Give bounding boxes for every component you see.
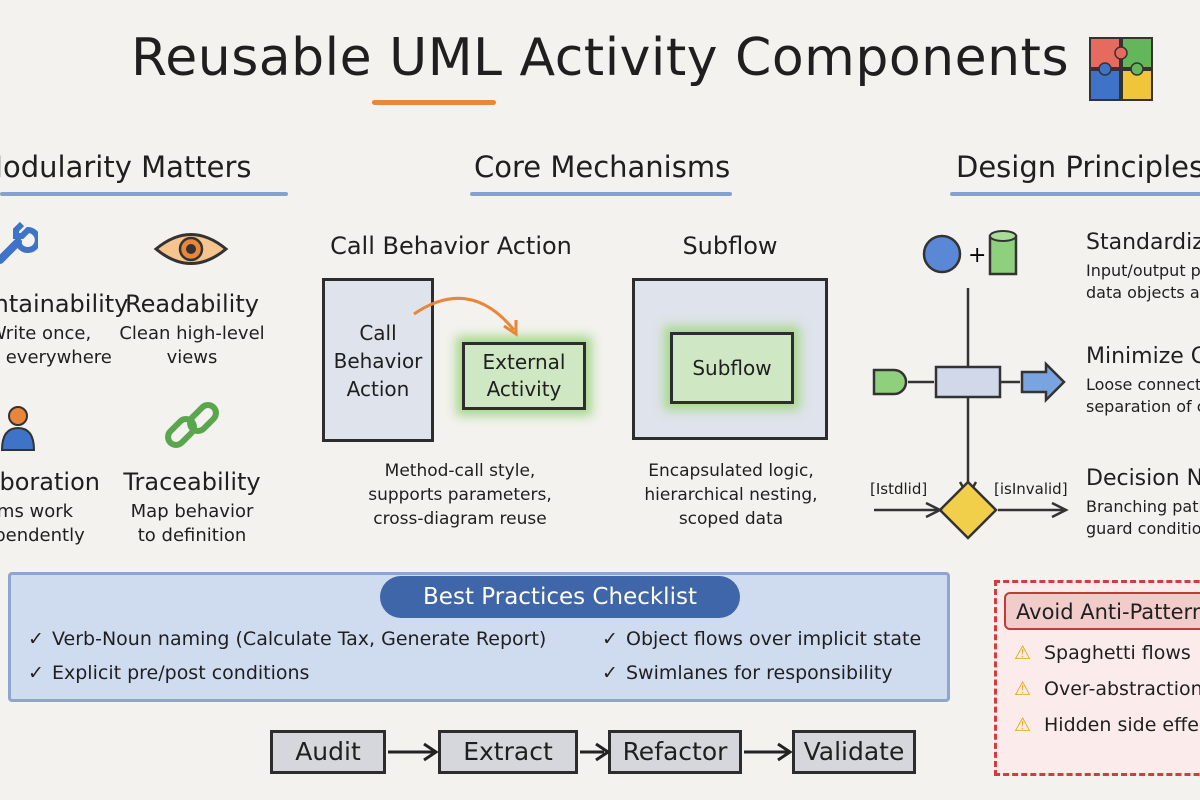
guard-valid-label: [Istdlid] — [870, 480, 928, 498]
feature-desc-readability-1: Clean high-level — [119, 323, 265, 344]
modularity-section: Modularity Matters Maintainability Write… — [0, 130, 300, 570]
call-behavior-desc-2: supports parameters, — [368, 485, 552, 505]
warning-icon: ⚠ — [1014, 714, 1032, 736]
feature-desc-collaboration-2: independently — [0, 525, 85, 546]
anti-patterns-panel: Avoid Anti-Patterns ⚠Spaghetti flows ⚠Ov… — [990, 576, 1200, 786]
title-underline — [372, 100, 496, 105]
feature-desc-collaboration-1: Teams work — [0, 501, 74, 522]
design-flow-diagram: + — [872, 230, 1069, 540]
process-step-validate: Validate — [792, 730, 916, 774]
check-icon: ✓ — [28, 628, 44, 650]
anti-patterns-header: Avoid Anti-Patterns — [1004, 592, 1200, 630]
call-behavior-label-3: Action — [346, 377, 410, 401]
feature-title-readability: Readability — [125, 290, 259, 318]
principle-desc-decision-2: guard conditions — [1086, 519, 1200, 538]
design-principles-section: Design Principles + [Istdlid] [isInvalid… — [850, 130, 1200, 560]
subflow-desc-2: hierarchical nesting, — [644, 485, 818, 505]
section-title-modularity: Modularity Matters — [0, 150, 252, 184]
feature-desc-traceability-2: to definition — [137, 525, 247, 546]
feature-desc-traceability-1: Map behavior — [130, 501, 254, 522]
principle-desc-minimize-2: separation of concerns — [1086, 397, 1200, 416]
principle-desc-decision-1: Branching paths, — [1086, 497, 1200, 516]
subflow-desc-1: Encapsulated logic, — [648, 461, 814, 481]
section-title-design-principles: Design Principles — [956, 150, 1200, 184]
puzzle-icon — [1089, 37, 1153, 101]
principle-desc-standardize-1: Input/output pins, — [1086, 261, 1200, 280]
guard-invalid-label: [isInvalid] — [994, 480, 1068, 498]
wrench-icon — [0, 221, 38, 264]
svg-text:+: + — [968, 243, 986, 268]
check-icon: ✓ — [602, 628, 618, 650]
process-step-refactor: Refactor — [608, 730, 742, 774]
call-behavior-label-1: Call — [359, 321, 397, 345]
section-underline — [0, 192, 288, 196]
call-behavior-label-2: Behavior — [333, 349, 423, 373]
call-behavior-desc-3: cross-diagram reuse — [373, 509, 547, 529]
subflow-desc-3: scoped data — [678, 509, 784, 529]
mechanism-title-subflow: Subflow — [682, 232, 778, 260]
section-underline — [470, 192, 732, 196]
checklist-item: ✓Verb-Noun naming (Calculate Tax, Genera… — [28, 628, 547, 650]
chain-link-icon — [165, 402, 219, 448]
call-behavior-desc-1: Method-call style, — [384, 461, 536, 481]
mechanism-title-call-behavior: Call Behavior Action — [330, 232, 572, 260]
subflow-inner-box: Subflow — [670, 332, 794, 404]
check-icon: ✓ — [602, 662, 618, 684]
principle-title-decision: Decision Nodes — [1086, 466, 1200, 491]
section-title-core-mechanisms: Core Mechanisms — [474, 150, 731, 184]
checklist-item: ✓Object flows over implicit state — [602, 628, 922, 650]
checklist-item: ✓Explicit pre/post conditions — [28, 662, 310, 684]
process-step-audit: Audit — [270, 730, 386, 774]
checklist-header: Best Practices Checklist — [380, 576, 740, 618]
page-title: Reusable UML Activity Components — [130, 28, 1070, 88]
feature-title-maintainability: Maintainability — [0, 290, 129, 318]
external-activity-label-1: External — [482, 350, 566, 374]
call-behavior-action-box: Call Behavior Action — [322, 278, 434, 442]
arrow-icon — [580, 742, 610, 762]
principle-desc-standardize-2: data objects as contracts — [1086, 283, 1200, 302]
anti-pattern-item: ⚠Hidden side effects — [1014, 714, 1200, 736]
principle-title-minimize: Minimize Coupling — [1086, 344, 1200, 369]
anti-pattern-item: ⚠Spaghetti flows — [1014, 642, 1191, 664]
principle-desc-minimize-1: Loose connections, — [1086, 375, 1200, 394]
external-activity-label-2: Activity — [486, 377, 562, 401]
call-arrow — [413, 296, 518, 337]
eye-icon — [153, 233, 229, 265]
warning-icon: ⚠ — [1014, 678, 1032, 700]
external-activity-box: External Activity — [462, 342, 586, 410]
principle-title-standardize: Standardize Interfaces — [1086, 230, 1200, 255]
checklist-item: ✓Swimlanes for responsibility — [602, 662, 893, 684]
feature-title-collaboration: Collaboration — [0, 468, 100, 496]
people-icon — [0, 406, 36, 451]
check-icon: ✓ — [28, 662, 44, 684]
feature-desc-readability-2: views — [166, 347, 218, 368]
arrow-icon — [388, 742, 439, 762]
feature-desc-maintainability-2: use everywhere — [0, 347, 112, 368]
feature-desc-maintainability-1: Write once, — [0, 323, 92, 344]
section-underline — [950, 192, 1200, 196]
feature-title-traceability: Traceability — [123, 468, 261, 496]
anti-pattern-item: ⚠Over-abstraction — [1014, 678, 1200, 700]
warning-icon: ⚠ — [1014, 642, 1032, 664]
subflow-label: Subflow — [692, 355, 772, 380]
arrow-icon — [744, 742, 793, 762]
process-step-extract: Extract — [438, 730, 578, 774]
